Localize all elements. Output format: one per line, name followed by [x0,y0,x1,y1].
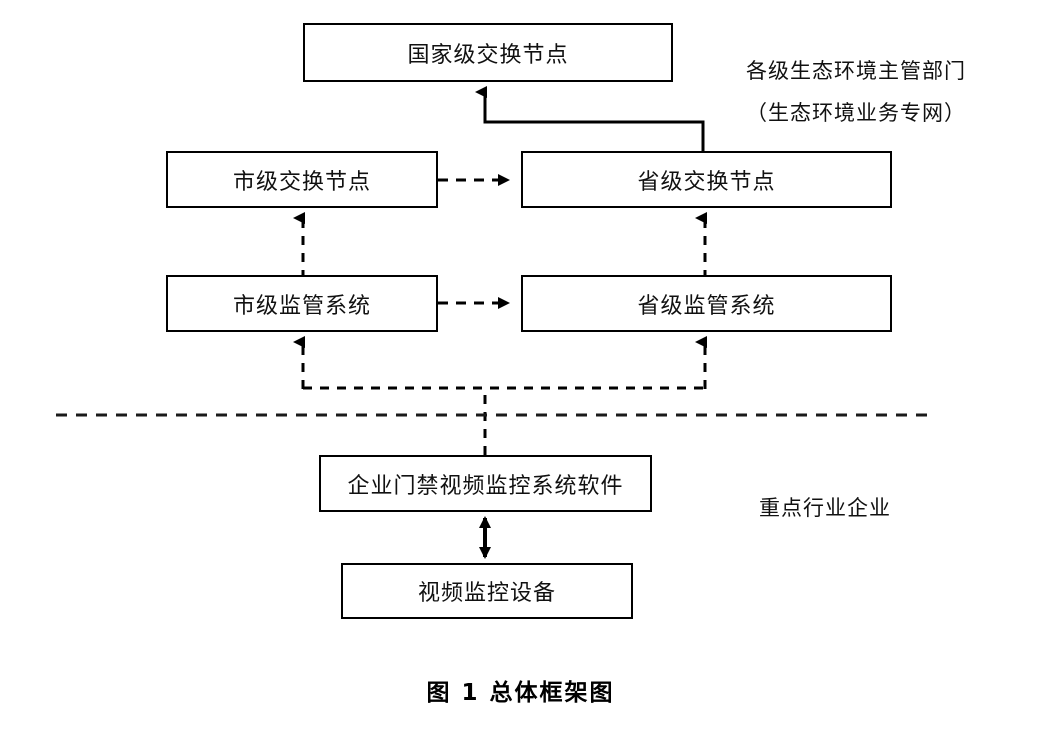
figure-caption: 图 1 总体框架图 [426,680,615,706]
node-city-exchange-label: 市级交换节点 [232,169,371,195]
node-national-exchange-label: 国家级交换节点 [407,42,569,68]
edge-province-exchange-to-national-exchange [475,86,705,152]
node-city-exchange[interactable]: 市级交换节点 [166,151,438,208]
node-national-exchange[interactable]: 国家级交换节点 [303,23,673,82]
node-city-supervision[interactable]: 市级监管系统 [166,275,438,332]
zone-label-enterprise: 重点行业企业 [759,496,891,520]
node-province-supervision-label: 省级监管系统 [637,293,776,319]
zone-label-authority-line2: （生态环境业务专网） [746,101,966,125]
node-video-device[interactable]: 视频监控设备 [341,563,633,619]
node-province-exchange-label: 省级交换节点 [637,169,776,195]
node-city-supervision-label: 市级监管系统 [232,293,371,319]
node-province-supervision[interactable]: 省级监管系统 [521,275,892,332]
zone-label-authority-line1: 各级生态环境主管部门 [746,59,966,83]
edge-enterprise-software-bus [303,386,705,455]
node-province-exchange[interactable]: 省级交换节点 [521,151,892,208]
node-video-device-label: 视频监控设备 [417,581,556,606]
node-enterprise-software-label: 企业门禁视频监控系统软件 [347,473,624,499]
node-enterprise-software[interactable]: 企业门禁视频监控系统软件 [319,455,652,512]
